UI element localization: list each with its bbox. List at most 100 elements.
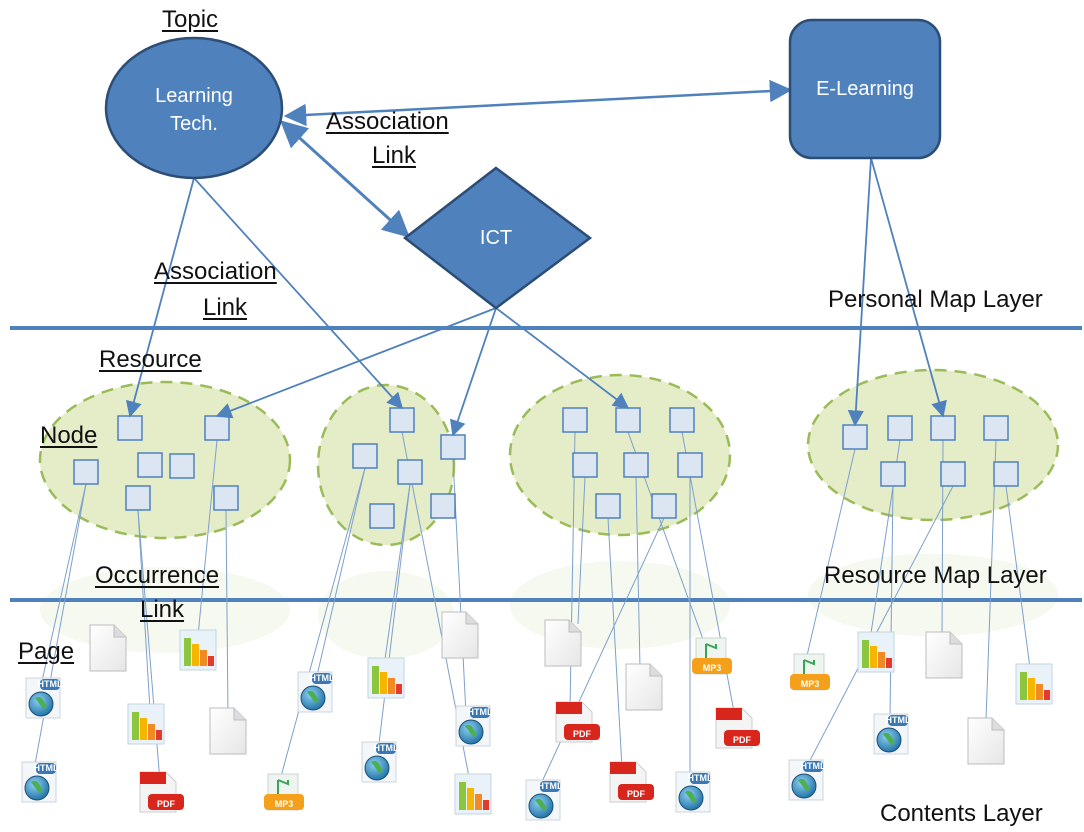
topic-learning-tech[interactable] (104, 36, 284, 180)
icon-badge-text: HTML (801, 761, 826, 771)
resource-node[interactable] (842, 424, 868, 450)
html-document-icon[interactable]: HTML (788, 759, 826, 801)
label-resource-map-layer: Resource Map Layer (824, 562, 1047, 589)
resource-node[interactable] (623, 452, 649, 478)
pdf-document-icon[interactable]: PDF (609, 761, 654, 803)
label-personal-map-layer: Personal Map Layer (828, 286, 1043, 313)
association-link (215, 307, 497, 419)
resource-node[interactable] (389, 407, 415, 433)
mp3-audio-icon[interactable]: MP3 (264, 773, 304, 811)
resource-node[interactable] (595, 493, 621, 519)
chart-document-icon[interactable] (857, 631, 895, 673)
icon-badge-text: HTML (688, 773, 713, 783)
resource-node[interactable] (125, 485, 151, 511)
resource-node[interactable] (669, 407, 695, 433)
topic-ict-label: ICT (479, 227, 513, 249)
html-document-icon[interactable]: HTML (675, 771, 713, 813)
occurrence-link (33, 483, 87, 771)
resource-node[interactable] (880, 461, 906, 487)
association-link (847, 157, 872, 427)
icon-badge-text: HTML (34, 763, 59, 773)
icon-badge-text: MP3 (275, 799, 294, 809)
page-icon[interactable] (89, 624, 127, 672)
association-link (495, 307, 630, 409)
resource-node[interactable] (615, 407, 641, 433)
mp3-audio-icon[interactable]: MP3 (790, 653, 830, 691)
chart-document-icon[interactable] (127, 703, 165, 745)
resource-node[interactable] (983, 415, 1009, 441)
resource-node[interactable] (993, 461, 1019, 487)
learning-tech-line2: Tech. (170, 113, 218, 135)
html-document-icon[interactable]: HTML (361, 741, 399, 783)
occurrence-link (377, 483, 411, 753)
label-page: Page (18, 638, 75, 665)
html-document-icon[interactable]: HTML (297, 671, 335, 713)
icon-badge-text: PDF (157, 799, 176, 809)
resource-node[interactable] (169, 453, 195, 479)
occurrence-link (635, 476, 641, 669)
resource-node[interactable] (440, 434, 466, 460)
html-document-icon[interactable]: HTML (21, 761, 59, 803)
resource-clusters (38, 368, 1060, 659)
resource-node[interactable] (940, 461, 966, 487)
label-occurrence: Occurrence (95, 562, 220, 589)
resource-node[interactable] (651, 493, 677, 519)
occurrence-link (805, 448, 856, 661)
topic-e-learning-label: E-Learning (816, 78, 914, 100)
resource-node[interactable] (73, 459, 99, 485)
resource-node[interactable] (572, 452, 598, 478)
icon-badge-text: HTML (310, 673, 335, 683)
html-document-icon[interactable]: HTML (525, 779, 563, 821)
label-association-link-2a: Association (154, 258, 277, 285)
cluster-reflection (510, 561, 730, 649)
resource-node[interactable] (117, 415, 143, 441)
html-document-icon[interactable]: HTML (873, 713, 911, 755)
cluster-reflection (808, 553, 1058, 637)
chart-document-icon[interactable] (179, 629, 217, 671)
resource-node[interactable] (930, 415, 956, 441)
chart-document-icon[interactable] (367, 657, 405, 699)
mp3-audio-icon[interactable]: MP3 (692, 637, 732, 675)
chart-document-icon[interactable] (1015, 663, 1053, 705)
occurrence-link (315, 467, 366, 681)
icon-badge-text: MP3 (703, 663, 722, 673)
pdf-document-icon[interactable]: PDF (139, 771, 184, 813)
page-icon[interactable] (967, 717, 1005, 765)
topic-learning-tech-label: Learning Tech. (130, 82, 258, 138)
topic-ict[interactable] (402, 166, 593, 310)
resource-node[interactable] (204, 415, 230, 441)
resource-node[interactable] (887, 415, 913, 441)
learning-tech-line1: Learning (155, 85, 233, 107)
resource-node[interactable] (137, 452, 163, 478)
topic-e-learning[interactable] (788, 18, 942, 160)
resource-node[interactable] (562, 407, 588, 433)
resource-node[interactable] (430, 493, 456, 519)
link-learningtech-elearning (283, 79, 793, 127)
resource-node[interactable] (397, 459, 423, 485)
content-pages: HTMLHTMLPDFHTMLMP3HTMLHTMLPDFPDFHTMLHTML… (21, 611, 1053, 821)
resource-node[interactable] (677, 452, 703, 478)
label-node: Node (40, 422, 98, 449)
occurrence-link (383, 483, 411, 667)
resource-cluster-2 (316, 383, 456, 547)
label-association-link-2b: Link (203, 294, 248, 321)
page-icon[interactable] (925, 631, 963, 679)
chart-document-icon[interactable] (454, 773, 492, 815)
page-icon[interactable] (209, 707, 247, 755)
page-icon[interactable] (441, 611, 479, 659)
resource-node[interactable] (352, 443, 378, 469)
resource-node[interactable] (369, 503, 395, 529)
association-link (193, 177, 404, 410)
icon-badge-text: HTML (38, 679, 63, 689)
resource-node[interactable] (213, 485, 239, 511)
html-document-icon[interactable]: HTML (25, 677, 63, 719)
page-icon[interactable] (544, 619, 582, 667)
icon-badge-text: HTML (374, 743, 399, 753)
pdf-document-icon[interactable]: PDF (715, 707, 760, 749)
occurrence-link (137, 509, 151, 711)
occurrence-link (225, 509, 229, 717)
pdf-document-icon[interactable]: PDF (555, 701, 600, 743)
page-icon[interactable] (625, 663, 663, 711)
icon-badge-text: PDF (627, 789, 646, 799)
html-document-icon[interactable]: HTML (455, 705, 493, 747)
